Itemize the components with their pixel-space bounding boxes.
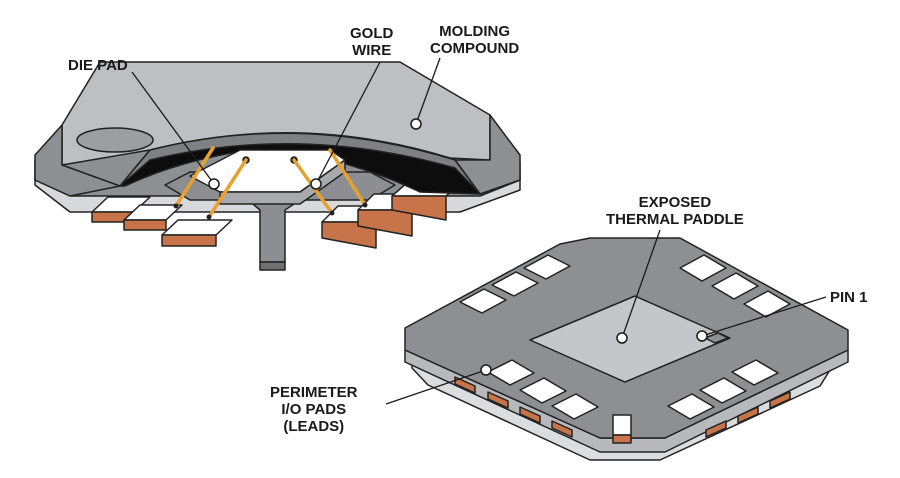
gold-wires [174,146,367,219]
molding-inner-edge [119,132,481,195]
exposed-thermal-paddle [529,295,731,383]
pin-1-label: PIN 1 [830,289,868,306]
perimeter-pads [459,254,791,436]
cutaway-package [34,61,521,271]
side-leads [454,376,791,444]
molding-compound-label: MOLDING COMPOUND [430,23,520,57]
copper-leads [91,181,463,249]
die-pad-label: DIE PAD [68,57,128,74]
exposed-thermal-paddle-label: EXPOSED THERMAL PADDLE [606,194,744,228]
leader-lines [131,57,827,405]
lead-frame-side [259,261,286,271]
gold-wire-label: GOLD WIRE [350,25,394,59]
leader-dots [208,118,708,376]
perimeter-io-pads-label: PERIMETER I/O PADS (LEADS) [270,384,358,435]
pin1-notch [704,332,729,344]
bottom-view-package [404,237,849,461]
pin1-dimple [76,127,154,153]
